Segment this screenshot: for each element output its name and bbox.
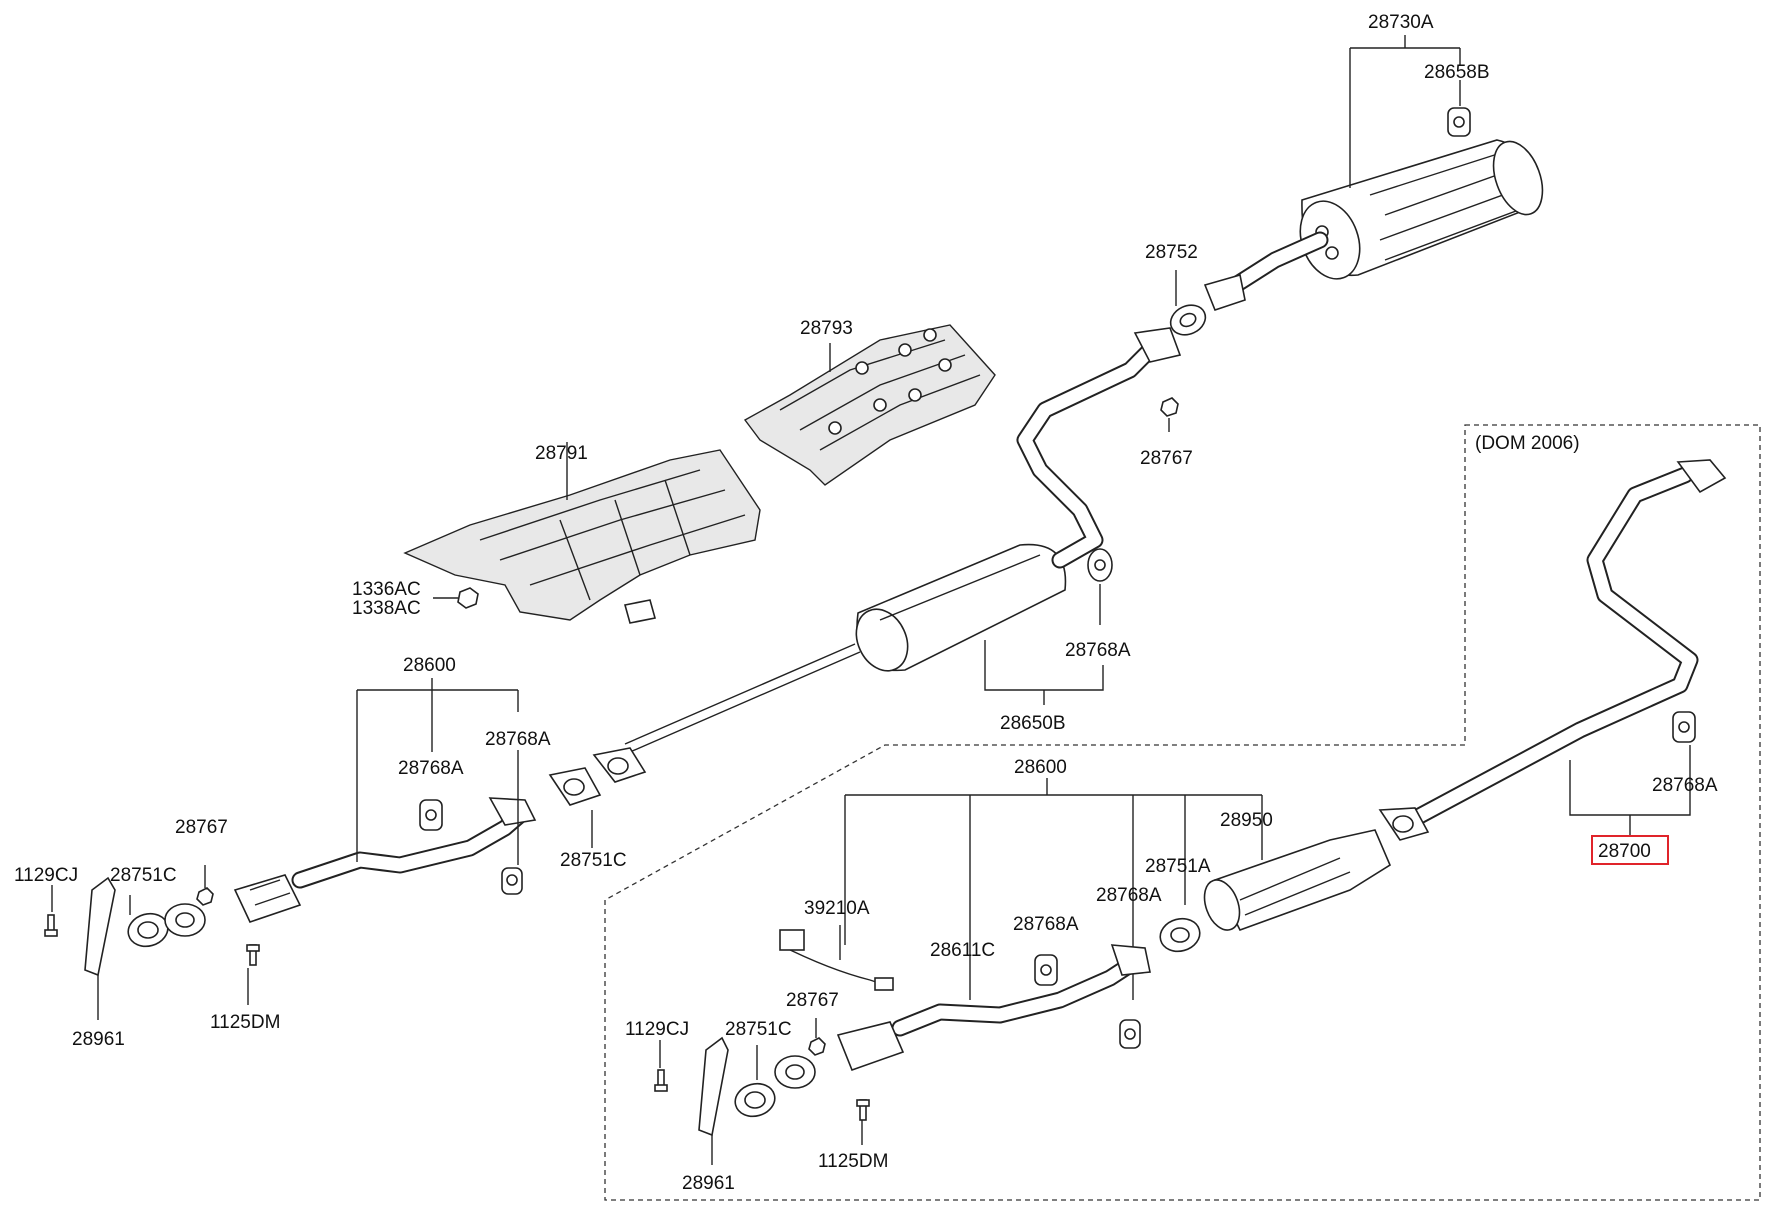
label-28768A-right-b[interactable]: 28768A — [1096, 885, 1162, 906]
label-28752[interactable]: 28752 — [1145, 242, 1198, 263]
rear-muffler[interactable] — [1290, 135, 1552, 287]
gasket-28751C-mid-2[interactable] — [548, 767, 602, 806]
nut-28767-right[interactable] — [808, 1037, 826, 1056]
hanger-28768A-muffler[interactable] — [1087, 548, 1113, 582]
label-1129CJ-right[interactable]: 1129CJ — [625, 1019, 689, 1040]
label-28768A-left-mid[interactable]: 28768A — [485, 729, 551, 750]
label-28611C[interactable]: 28611C — [930, 940, 995, 961]
bolt-1125DM-left[interactable] — [246, 944, 260, 966]
label-28768A-right[interactable]: 28768A — [1652, 775, 1718, 796]
center-pipe-front[interactable] — [624, 643, 861, 753]
label-1125DM-left[interactable]: 1125DM — [210, 1012, 280, 1033]
label-28767-right[interactable]: 28767 — [786, 990, 839, 1011]
hanger-28768A-right-b[interactable] — [1119, 1019, 1141, 1049]
label-28767-left[interactable]: 28767 — [175, 817, 228, 838]
hanger-28768A-left[interactable] — [419, 799, 443, 831]
front-pipe-right[interactable] — [836, 944, 1151, 1072]
label-28650B[interactable]: 28650B — [1000, 713, 1066, 734]
rear-hanger-28658B[interactable] — [1447, 107, 1471, 137]
label-28768A-right-a[interactable]: 28768A — [1013, 914, 1079, 935]
dom-2006-region — [604, 424, 1761, 1201]
label-28751A[interactable]: 28751A — [1145, 856, 1211, 877]
gasket-28751C-right[interactable] — [732, 1079, 779, 1120]
leaders-right-small — [659, 1018, 863, 1165]
tail-pipe[interactable] — [1203, 231, 1329, 311]
gasket-28751C-mid[interactable] — [592, 747, 647, 783]
hanger-28768A-right[interactable] — [1672, 711, 1696, 743]
bolt-1125DM-right[interactable] — [856, 1099, 870, 1121]
label-1129CJ-left[interactable]: 1129CJ — [14, 865, 78, 886]
front-pipe-left[interactable] — [233, 797, 537, 923]
label-28600-left[interactable]: 28600 — [403, 655, 456, 676]
heat-protector-28793[interactable] — [743, 324, 996, 486]
center-muffler[interactable] — [847, 543, 1067, 680]
label-dom-2006: (DOM 2006) — [1475, 433, 1580, 454]
label-39210A[interactable]: 39210A — [804, 898, 870, 919]
bracket-28961-right[interactable] — [698, 1036, 729, 1137]
label-28768A-muffler[interactable]: 28768A — [1065, 640, 1131, 661]
main-pipe-28700[interactable] — [1378, 459, 1727, 841]
flange-left[interactable] — [164, 903, 206, 937]
label-28768A-left-hanger[interactable]: 28768A — [398, 758, 464, 779]
label-28658B[interactable]: 28658B — [1424, 62, 1490, 83]
label-28767-top[interactable]: 28767 — [1140, 448, 1193, 469]
bracket-28961-left[interactable] — [84, 876, 116, 977]
hanger-28768A-left-mid[interactable] — [501, 867, 523, 895]
label-28950[interactable]: 28950 — [1220, 810, 1273, 831]
leaders-left-small — [51, 865, 249, 1020]
label-28751C-mid[interactable]: 28751C — [560, 850, 627, 871]
label-28600-right[interactable]: 28600 — [1014, 757, 1067, 778]
center-pipe-rear[interactable] — [1016, 327, 1182, 569]
label-28730A[interactable]: 28730A — [1368, 12, 1434, 33]
label-28961-right[interactable]: 28961 — [682, 1173, 735, 1194]
heat-protector-28791[interactable] — [403, 449, 761, 624]
gasket-28751A[interactable] — [1157, 914, 1204, 955]
leader-28600-left — [356, 678, 519, 865]
bolt-1129CJ-right[interactable] — [654, 1069, 668, 1092]
label-1336AC[interactable]: 1336AC — [352, 579, 421, 600]
oxygen-sensor-39210A[interactable] — [779, 929, 894, 991]
nut-28767-top[interactable] — [1160, 397, 1179, 417]
leader-28658B — [1404, 35, 1461, 106]
leader-28600-right — [844, 778, 1263, 1000]
label-1125DM-right[interactable]: 1125DM — [818, 1151, 888, 1172]
hanger-28768A-right-a[interactable] — [1034, 954, 1058, 986]
highlight-box-28700 — [1591, 835, 1669, 865]
gasket-28751C-left[interactable] — [125, 909, 172, 950]
label-28793[interactable]: 28793 — [800, 318, 853, 339]
label-28791[interactable]: 28791 — [535, 443, 588, 464]
label-28751C-right[interactable]: 28751C — [725, 1019, 792, 1040]
label-28961-left[interactable]: 28961 — [72, 1029, 125, 1050]
flange-right[interactable] — [774, 1055, 816, 1089]
label-28751C-left[interactable]: 28751C — [110, 865, 177, 886]
bolt-1129CJ-left[interactable] — [44, 914, 58, 937]
nut-1336AC[interactable] — [457, 587, 479, 609]
label-28700[interactable]: 28700 — [1598, 841, 1651, 862]
catalytic-converter-28950[interactable] — [1198, 829, 1392, 935]
label-1338AC[interactable]: 1338AC — [352, 598, 421, 619]
gasket-28752[interactable] — [1166, 300, 1210, 341]
leader-28650B — [984, 640, 1104, 705]
nut-28767-left[interactable] — [196, 887, 214, 906]
leader-28700 — [1569, 745, 1691, 835]
